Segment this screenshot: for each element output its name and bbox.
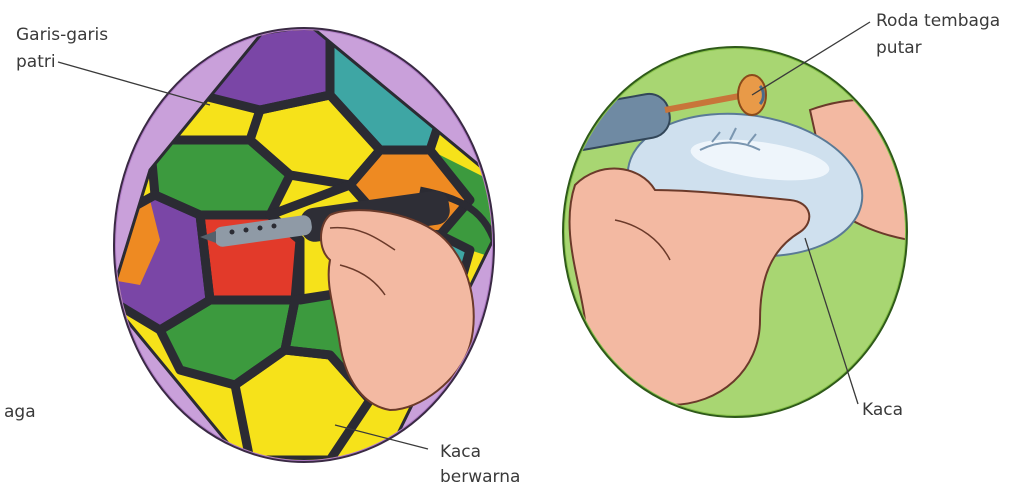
label-glass: Kaca [862,400,903,420]
label-solder-lines-line1: Garis-garis [16,25,108,45]
label-copper-wheel-line2: putar [876,38,922,58]
label-partial-left: aga [4,402,36,422]
label-colored-glass-line1: Kaca [440,442,481,462]
left-medallion [100,0,520,480]
label-solder-lines-line2: patri [16,52,56,72]
label-copper-wheel-line1: Roda tembaga [876,11,1000,31]
label-colored-glass-line2: berwarna [440,467,520,487]
right-medallion [557,45,910,425]
